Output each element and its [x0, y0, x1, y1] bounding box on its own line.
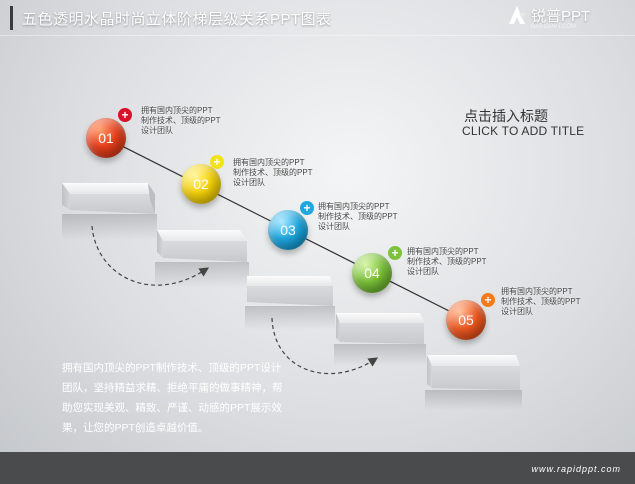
step-label-01: 拥有国内顶尖的PPT 制作技术、顶级的PPT 设计团队 — [141, 106, 236, 136]
plus-icon[interactable]: + — [388, 246, 402, 260]
step-label-05: 拥有国内顶尖的PPT 制作技术、顶级的PPT 设计团队 — [501, 287, 596, 317]
footer-bar: www.rapidppt.com — [0, 452, 635, 484]
step-label-03: 拥有国内顶尖的PPT 制作技术、顶级的PPT 设计团队 — [318, 202, 413, 232]
stair-block-3 — [245, 276, 335, 330]
step-label-line: 拥有国内顶尖的PPT — [141, 106, 213, 115]
step-number: 01 — [98, 130, 114, 146]
step-ball-05[interactable]: 05 — [446, 300, 486, 340]
title-accent-bar — [10, 6, 13, 30]
step-ball-04[interactable]: 04 — [352, 253, 392, 293]
stair-block-4 — [334, 313, 426, 366]
placeholder-title[interactable]: 点击插入标题 — [464, 108, 548, 124]
plus-icon[interactable]: + — [481, 293, 495, 307]
curved-arrow-1 — [91, 225, 210, 286]
step-ball-01[interactable]: 01 — [86, 118, 126, 158]
slide-title: 五色透明水晶时尚立体阶梯层级关系PPT图表 — [22, 11, 332, 28]
brand-logo: 锐普PPT RAPIDPPT.COM — [507, 4, 617, 36]
plus-icon[interactable]: + — [210, 155, 224, 169]
step-label-line: 制作技术、顶级的PPT — [318, 212, 398, 221]
step-ball-03[interactable]: 03 — [268, 210, 308, 250]
step-label-02: 拥有国内顶尖的PPT 制作技术、顶级的PPT 设计团队 — [233, 158, 328, 188]
body-paragraph: 拥有国内顶尖的PPT制作技术、顶级的PPT设计团队，坚持精益求精、拒绝平庸的做事… — [62, 362, 283, 434]
step-label-line: 拥有国内顶尖的PPT — [407, 247, 479, 256]
step-number: 05 — [458, 312, 474, 328]
header-divider — [0, 35, 635, 36]
step-label-line: 制作技术、顶级的PPT — [233, 168, 313, 177]
plus-icon[interactable]: + — [118, 108, 132, 122]
placeholder-subtitle[interactable]: CLICK TO ADD TITLE — [462, 124, 585, 138]
step-label-line: 拥有国内顶尖的PPT — [501, 287, 573, 296]
footer-url[interactable]: www.rapidppt.com — [531, 464, 621, 474]
stair-block-2 — [155, 230, 249, 288]
logo-subtext: RAPIDPPT.COM — [531, 24, 577, 30]
step-number: 04 — [364, 265, 380, 281]
step-label-line: 制作技术、顶级的PPT — [407, 257, 487, 266]
curved-arrow-2 — [271, 317, 379, 375]
step-label-line: 设计团队 — [141, 126, 173, 135]
step-label-line: 拥有国内顶尖的PPT — [318, 202, 390, 211]
step-number: 03 — [280, 222, 296, 238]
logo-text: 锐普PPT — [531, 8, 591, 25]
logo-mark-icon — [509, 6, 526, 24]
plus-icon[interactable]: + — [300, 201, 314, 215]
stair-block-5 — [425, 355, 522, 410]
step-label-line: 拥有国内顶尖的PPT — [233, 158, 305, 167]
step-number: 02 — [193, 176, 209, 192]
step-label-04: 拥有国内顶尖的PPT 制作技术、顶级的PPT 设计团队 — [407, 247, 502, 277]
step-label-line: 设计团队 — [233, 178, 265, 187]
step-label-line: 设计团队 — [318, 222, 350, 231]
step-ball-02[interactable]: 02 — [181, 164, 221, 204]
step-label-line: 制作技术、顶级的PPT — [501, 297, 581, 306]
step-label-line: 设计团队 — [501, 307, 533, 316]
stair-block-1 — [62, 183, 157, 240]
step-label-line: 制作技术、顶级的PPT — [141, 116, 221, 125]
step-label-line: 设计团队 — [407, 267, 439, 276]
